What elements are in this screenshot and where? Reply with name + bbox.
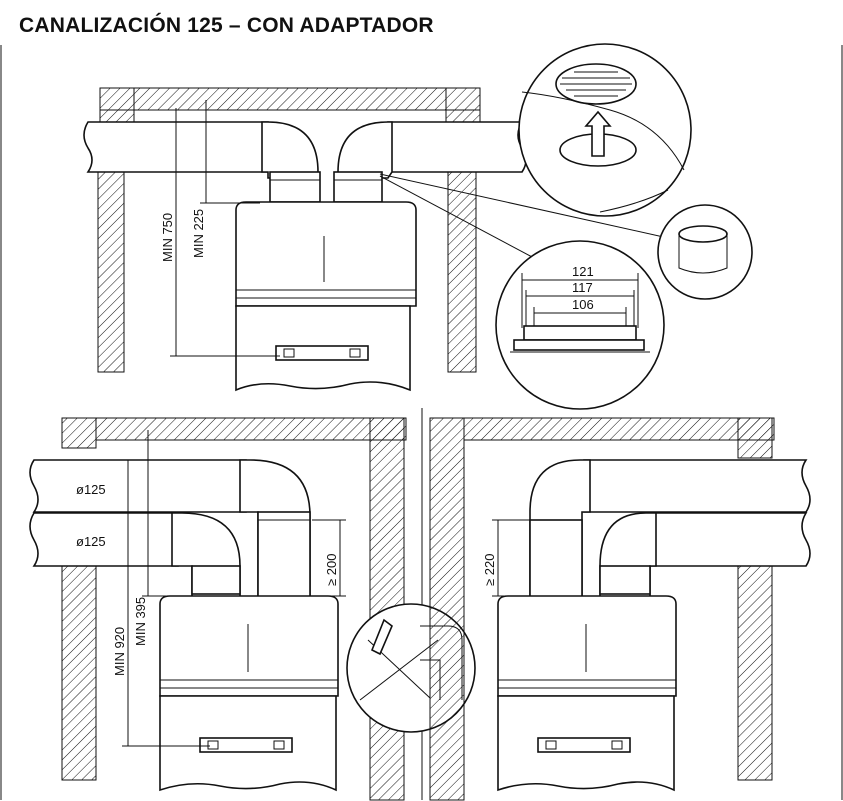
bottom-left-scene: ø125 ø125 MIN 920 MIN 395 ≥ 200 (29, 417, 407, 801)
detail-dimensions: 121 117 106 (495, 240, 665, 410)
dim-121: 121 (572, 264, 594, 279)
left-wall-bl (61, 559, 97, 781)
dim-117: 117 (572, 280, 593, 295)
dim-min-920: MIN 920 (112, 627, 127, 676)
bracket-bl (199, 737, 293, 753)
ceiling-hatch-br (463, 417, 775, 441)
bottom-right-scene: ≥ 220 (429, 417, 811, 801)
duct-lower-bl (29, 512, 179, 567)
saw-icon (370, 618, 393, 656)
dim-ge-200: ≥ 200 (324, 554, 339, 586)
dim-106: 106 (572, 297, 594, 312)
detail-adapter (657, 204, 753, 300)
dim-diam-top: ø125 (76, 482, 106, 497)
duct-upper-br (583, 459, 811, 513)
dim-min-750: MIN 750 (160, 213, 175, 262)
dim-ge-220: ≥ 220 (482, 554, 497, 586)
bracket-br (537, 737, 631, 753)
duct-right (387, 121, 527, 173)
unit-body-top (235, 201, 417, 307)
left-wall-br (429, 417, 465, 801)
detail-grille (518, 43, 692, 217)
duct-upper-bl (29, 459, 247, 513)
dim-min-225: MIN 225 (191, 209, 206, 258)
page-title: CANALIZACIÓN 125 – CON ADAPTADOR (19, 14, 434, 37)
elbow-right (337, 121, 393, 179)
ceiling-hatch-bl (95, 417, 407, 441)
dim-diam-bottom: ø125 (76, 534, 106, 549)
duct-lower-br (649, 512, 811, 567)
arrow-up-icon (584, 110, 612, 157)
elbow-left (261, 121, 319, 179)
right-wall (447, 171, 477, 373)
dim-min-395: MIN 395 (133, 597, 148, 646)
top-scene: MIN 750 MIN 225 (83, 87, 669, 392)
left-wall (97, 171, 125, 373)
right-wall-br (737, 559, 773, 781)
bracket-top (275, 345, 369, 361)
